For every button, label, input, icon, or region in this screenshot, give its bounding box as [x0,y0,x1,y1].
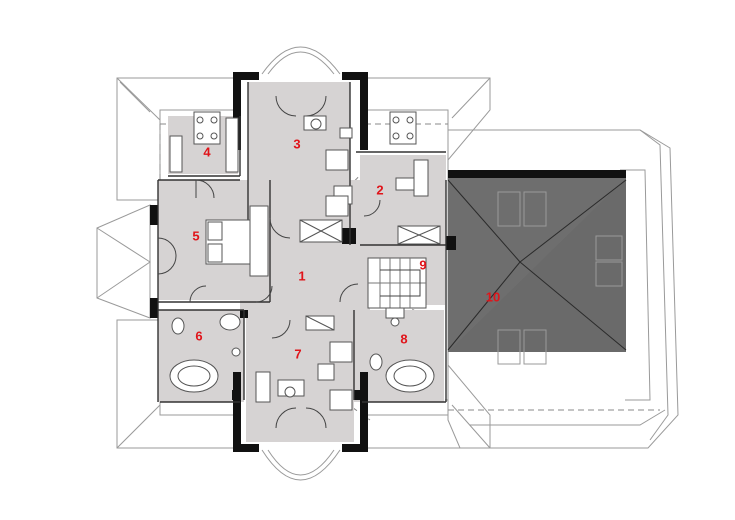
partitions [157,82,447,403]
room-label-7: 7 [294,346,301,361]
furniture [169,111,441,411]
walls [150,72,626,452]
door-swings [157,95,381,429]
room-label-2: 2 [376,182,383,197]
room-label-3: 3 [293,136,300,151]
room-label-1: 1 [298,268,305,283]
garage-skylights [497,191,623,365]
room-label-6: 6 [195,328,202,343]
room-label-5: 5 [192,228,199,243]
room-label-8: 8 [400,331,407,346]
garage-ridges [447,179,627,351]
room-label-10: 10 [486,289,500,304]
room-label-9: 9 [419,257,426,272]
room-labels: 1 2 3 4 5 6 7 8 9 10 [192,136,500,361]
room-label-4: 4 [203,144,211,159]
staircase [367,257,427,309]
